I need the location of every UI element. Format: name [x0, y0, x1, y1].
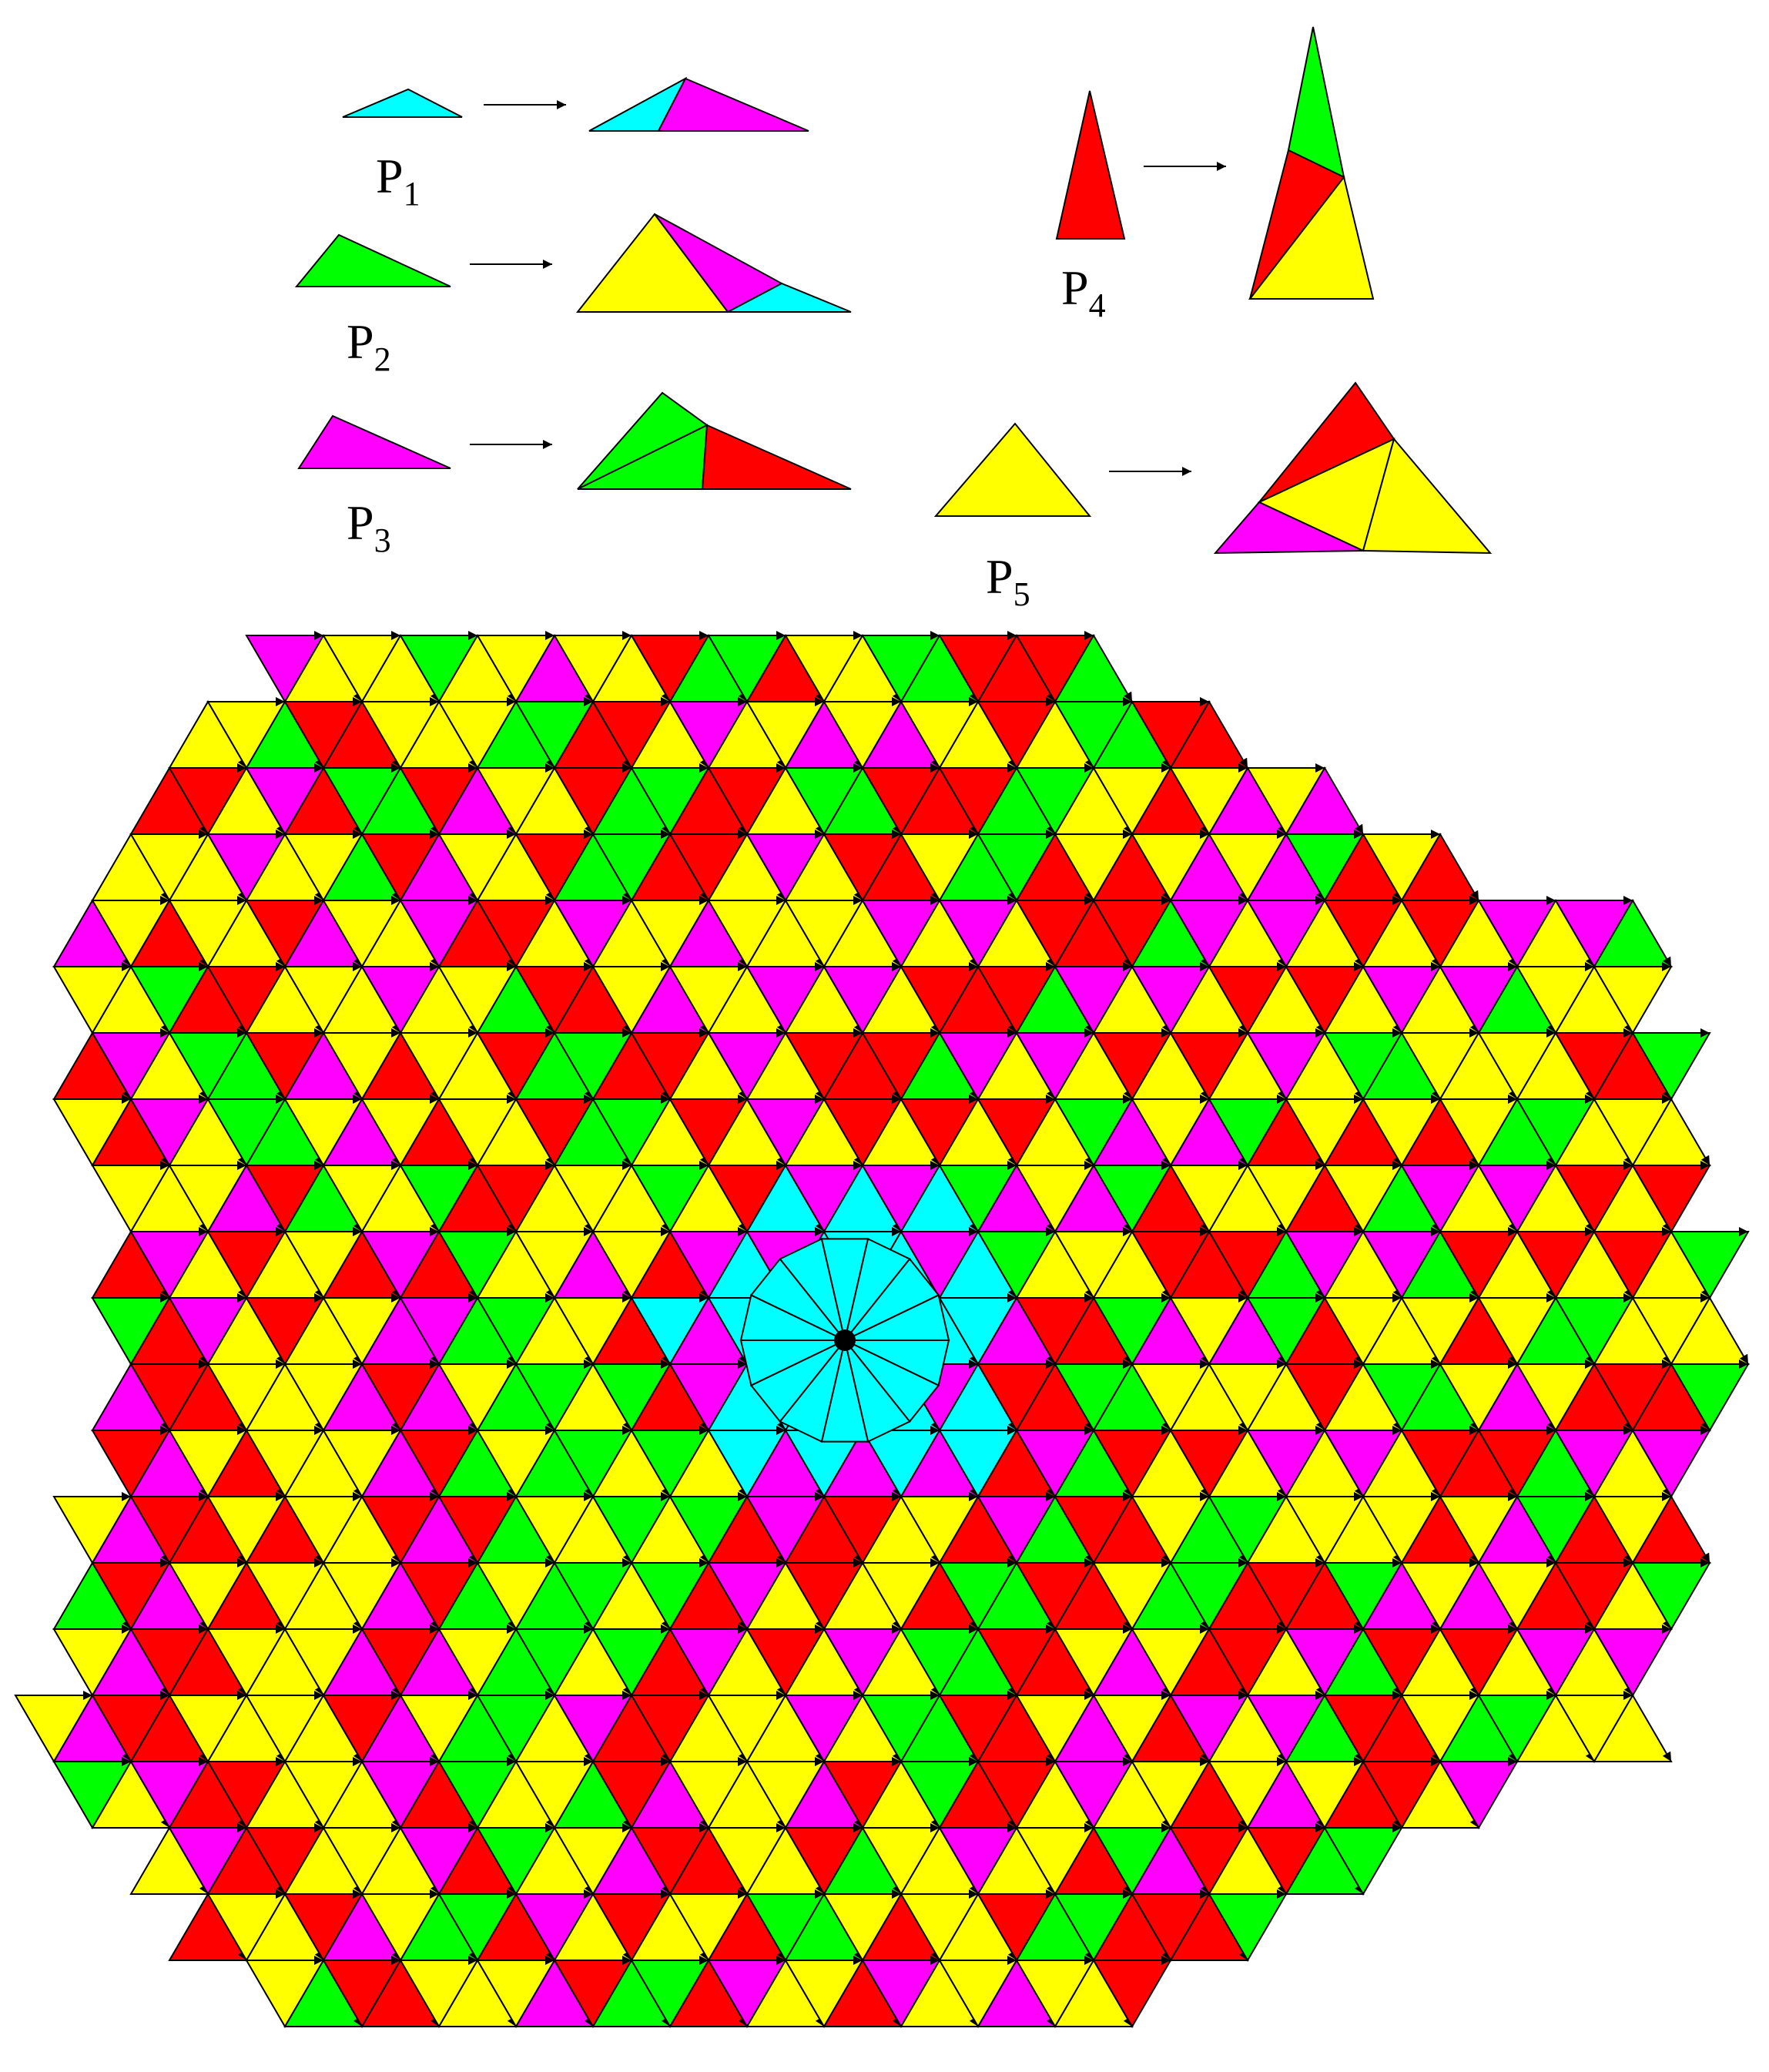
- rule-label-p4: P4: [1061, 260, 1106, 324]
- substitution-rules: P1 P2 P3: [294, 26, 1493, 613]
- child-tile-p5: [1248, 175, 1375, 300]
- rule-p1: P1: [342, 76, 809, 213]
- edge-arrow: [1643, 1715, 1672, 1762]
- edge-arrow: [1682, 1118, 1710, 1166]
- child-tile-p3: [657, 77, 809, 132]
- rule-p5: P5: [933, 381, 1493, 613]
- rule-label-p2: P2: [347, 314, 391, 378]
- prototile-p2: [294, 233, 451, 287]
- center-vertex: [834, 1329, 856, 1351]
- rule-label-p3: P3: [347, 495, 391, 559]
- prototile-p5: [933, 422, 1092, 517]
- edge-arrow: [1220, 721, 1248, 769]
- rule-label-p1: P1: [376, 149, 420, 213]
- rule-p2: P2: [294, 213, 852, 378]
- child-tile-p4: [701, 424, 852, 490]
- edge-arrow: [1682, 1516, 1710, 1564]
- prototile-p1: [342, 88, 463, 118]
- edge-arrow: [1451, 853, 1479, 901]
- rule-p3: P3: [297, 391, 852, 559]
- edge-arrow: [1104, 655, 1133, 702]
- tiling-patch: [14, 631, 1750, 2028]
- edge-arrow: [1720, 1317, 1749, 1365]
- edge-arrow: [1643, 920, 1672, 967]
- rule-label-p5: P5: [986, 549, 1030, 613]
- child-tile-p1: [727, 282, 852, 313]
- child-tile-p5: [1362, 437, 1493, 555]
- prototile-p4: [1055, 90, 1126, 240]
- edge-arrow: [1335, 787, 1364, 835]
- child-tile-p3: [1213, 501, 1364, 555]
- center-tile-p1: [844, 1293, 950, 1341]
- prototile-p3: [297, 414, 451, 469]
- rule-p4: P4: [1055, 26, 1375, 324]
